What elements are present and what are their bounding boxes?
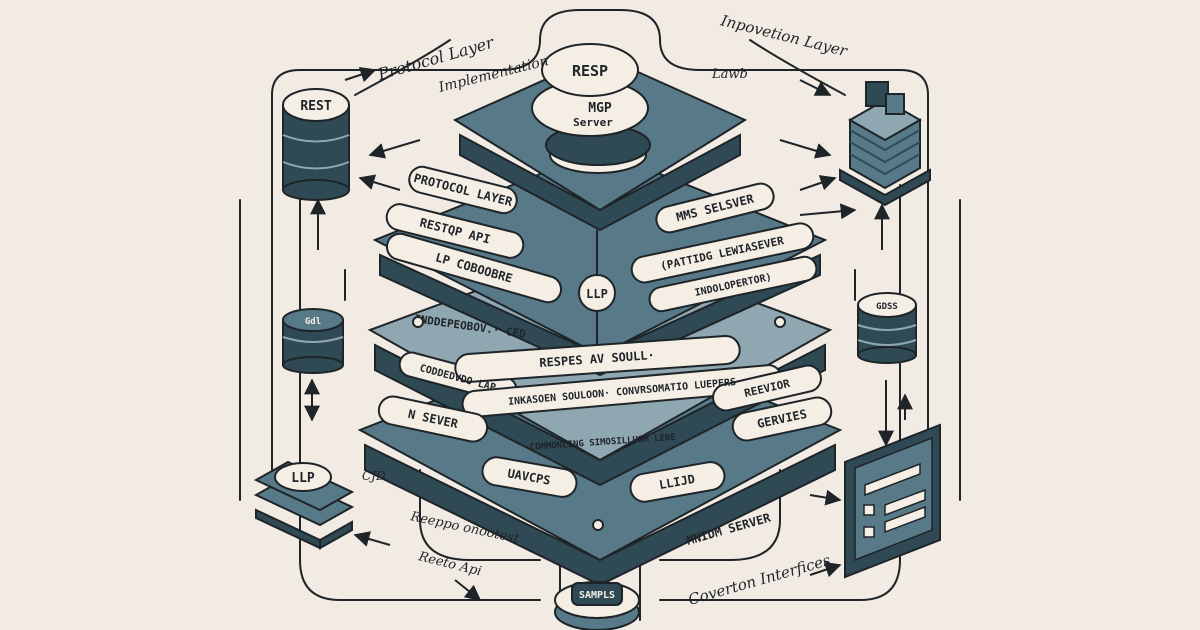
gdss-database: GDSS — [857, 292, 917, 364]
connector-lines — [239, 9, 961, 621]
resp-label: RESP — [572, 62, 608, 80]
stack-dots — [412, 316, 786, 531]
resp-cylinder: RESP MGP Server — [531, 43, 651, 174]
interface-panel — [844, 423, 941, 579]
stack-pills — [377, 165, 833, 503]
llp-center-node: LLP — [578, 230, 616, 345]
right-server-stack — [839, 81, 931, 207]
llp-center-label: LLP — [586, 287, 608, 301]
reeto-api-label: Reeto Api — [416, 549, 483, 579]
gdss-badge-label: GDSS — [876, 302, 898, 312]
inpovetion-layer-label: Inpovetion Layer — [718, 11, 850, 60]
llp-left-label: LLP — [291, 471, 315, 486]
lawb-label: Lawb — [711, 67, 748, 82]
rest-database: REST — [282, 88, 350, 201]
llijd-label: LLIJD — [658, 472, 696, 492]
sampls-label: SAMPLS — [579, 590, 615, 601]
sampls-node: SAMPLS — [554, 581, 640, 630]
mcp-label: MGP — [588, 101, 612, 116]
gdl-badge-label: Gdl — [305, 317, 321, 327]
llp-left-stack: LLP — [253, 460, 355, 550]
arrow-lines — [304, 66, 913, 601]
cjd-label: CJD — [362, 469, 386, 483]
mcp-server-label: Server — [573, 116, 613, 129]
rest-label: REST — [300, 99, 331, 114]
gdl-database: Gdl — [282, 308, 344, 374]
